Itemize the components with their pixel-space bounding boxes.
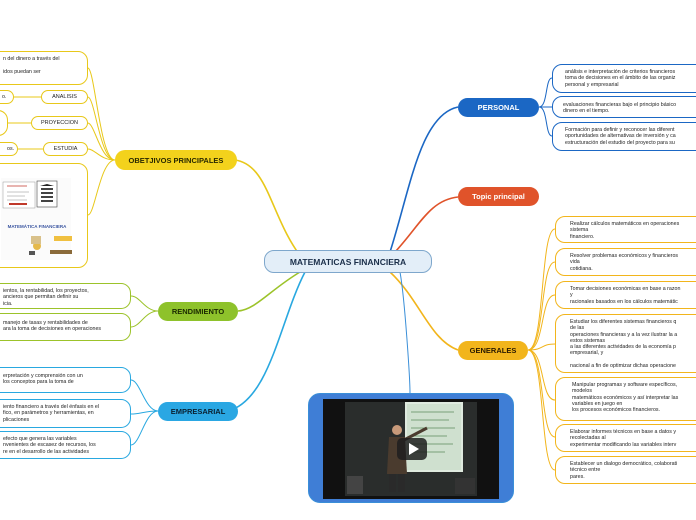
generales-leaf-5[interactable]: Manipular programas y software específic… xyxy=(555,377,696,421)
generales-leaf-2[interactable]: Resolver problemas económicos y financie… xyxy=(555,248,696,276)
rendimiento-leaf-2[interactable]: manejo de tasas y rentabilidades de ara … xyxy=(0,313,131,341)
estudia-label: ESTUDIA xyxy=(53,146,78,152)
personal-leaf-2[interactable]: evaluaciones financieras bajo el princip… xyxy=(552,96,696,118)
rendimiento-leaf-1[interactable]: ientos, la rentabilidad, los proyectos, … xyxy=(0,283,131,309)
personal-leaf-3[interactable]: Formación para definir y reconocer las d… xyxy=(552,122,696,151)
topic-empresarial[interactable]: EMPRESARIAL xyxy=(158,402,238,421)
generales-leaf-3-text: Tomar decisiones económicas en base a ra… xyxy=(570,286,681,305)
empresarial-leaf-3[interactable]: efecto que genera las variables nvenient… xyxy=(0,431,131,459)
generales-leaf-1[interactable]: Realizar cálculos matemáticos en operaci… xyxy=(555,216,696,243)
image-node[interactable]: MATEMÁTICA FINANCIERA xyxy=(0,163,88,268)
play-icon[interactable] xyxy=(397,438,427,460)
rendimiento-leaf-2-text: manejo de tasas y rentabilidades de ara … xyxy=(3,320,102,333)
analisis-node[interactable]: ANALISIS xyxy=(41,90,88,104)
topic-principal[interactable]: Topic principal xyxy=(458,187,539,206)
generales-leaf-3[interactable]: Tomar decisiones económicas en base a ra… xyxy=(555,281,696,309)
personal-leaf-1-text: análisis e interpretación de criterios f… xyxy=(565,69,676,88)
central-topic[interactable]: MATEMATICAS FINANCIERA xyxy=(264,250,432,273)
image-caption: MATEMÁTICA FINANCIERA xyxy=(8,223,67,229)
generales-leaf-2-text: Resolver problemas económicos y financie… xyxy=(570,253,679,272)
topic-personal[interactable]: PERSONAL xyxy=(458,98,539,117)
analisis-label: ANALISIS xyxy=(52,94,77,100)
generales-leaf-5-text: Manipular programas y software específic… xyxy=(572,382,679,414)
generales-leaf-6-text: Elaborar informes técnicos en base a dat… xyxy=(570,429,677,448)
personal-leaf-2-text: evaluaciones financieras bajo el princip… xyxy=(563,102,677,115)
topic-generales[interactable]: GENERALES xyxy=(458,341,528,360)
finance-illustration: MATEMÁTICA FINANCIERA xyxy=(1,178,72,260)
personal-leaf-1[interactable]: análisis e interpretación de criterios f… xyxy=(552,64,696,93)
estudia-node[interactable]: ESTUDIA xyxy=(43,142,88,156)
topic-rendimiento[interactable]: RENDIMIENTO xyxy=(158,302,238,321)
generales-leaf-7[interactable]: Establecer un dialogo democrático, colab… xyxy=(555,456,696,484)
empresarial-leaf-2[interactable]: iento financiero a través del énfasis en… xyxy=(0,399,131,428)
analisis-leaf-text: o. xyxy=(2,94,7,100)
empresarial-leaf-2-text: iento financiero a través del énfasis en… xyxy=(3,404,99,423)
generales-leaf-1-text: Realizar cálculos matemáticos en operaci… xyxy=(570,221,680,240)
objetivos-leaf-1[interactable]: n del dinero a través del idos puedan se… xyxy=(0,51,88,85)
objetivos-leaf-1-text: n del dinero a través del idos puedan se… xyxy=(3,56,60,75)
proyeccion-node[interactable]: PROYECCION xyxy=(31,116,88,130)
proyeccion-label: PROYECCION xyxy=(41,120,78,126)
empresarial-leaf-3-text: efecto que genera las variables nvenient… xyxy=(3,436,96,455)
rendimiento-leaf-1-text: ientos, la rentabilidad, los proyectos, … xyxy=(3,288,89,307)
generales-leaf-4-text: Estudiar los diferentes sistemas financi… xyxy=(570,319,678,370)
video-thumbnail xyxy=(323,399,499,499)
generales-leaf-6[interactable]: Elaborar informes técnicos en base a dat… xyxy=(555,424,696,452)
estudia-leaf[interactable]: os. xyxy=(0,142,18,156)
video-node[interactable] xyxy=(308,393,514,503)
empresarial-leaf-1-text: erpretación y comprensión con un los con… xyxy=(3,373,83,386)
analisis-leaf[interactable]: o. xyxy=(0,90,14,104)
generales-leaf-7-text: Establecer un dialogo democrático, colab… xyxy=(570,461,678,480)
personal-leaf-3-text: Formación para definir y reconocer las d… xyxy=(565,127,676,146)
empresarial-leaf-1[interactable]: erpretación y comprensión con un los con… xyxy=(0,367,131,393)
generales-leaf-4[interactable]: Estudiar los diferentes sistemas financi… xyxy=(555,314,696,373)
estudia-leaf-text: os. xyxy=(7,146,15,152)
topic-objetivos[interactable]: OBETJIVOS PRINCIPALES xyxy=(115,150,237,170)
